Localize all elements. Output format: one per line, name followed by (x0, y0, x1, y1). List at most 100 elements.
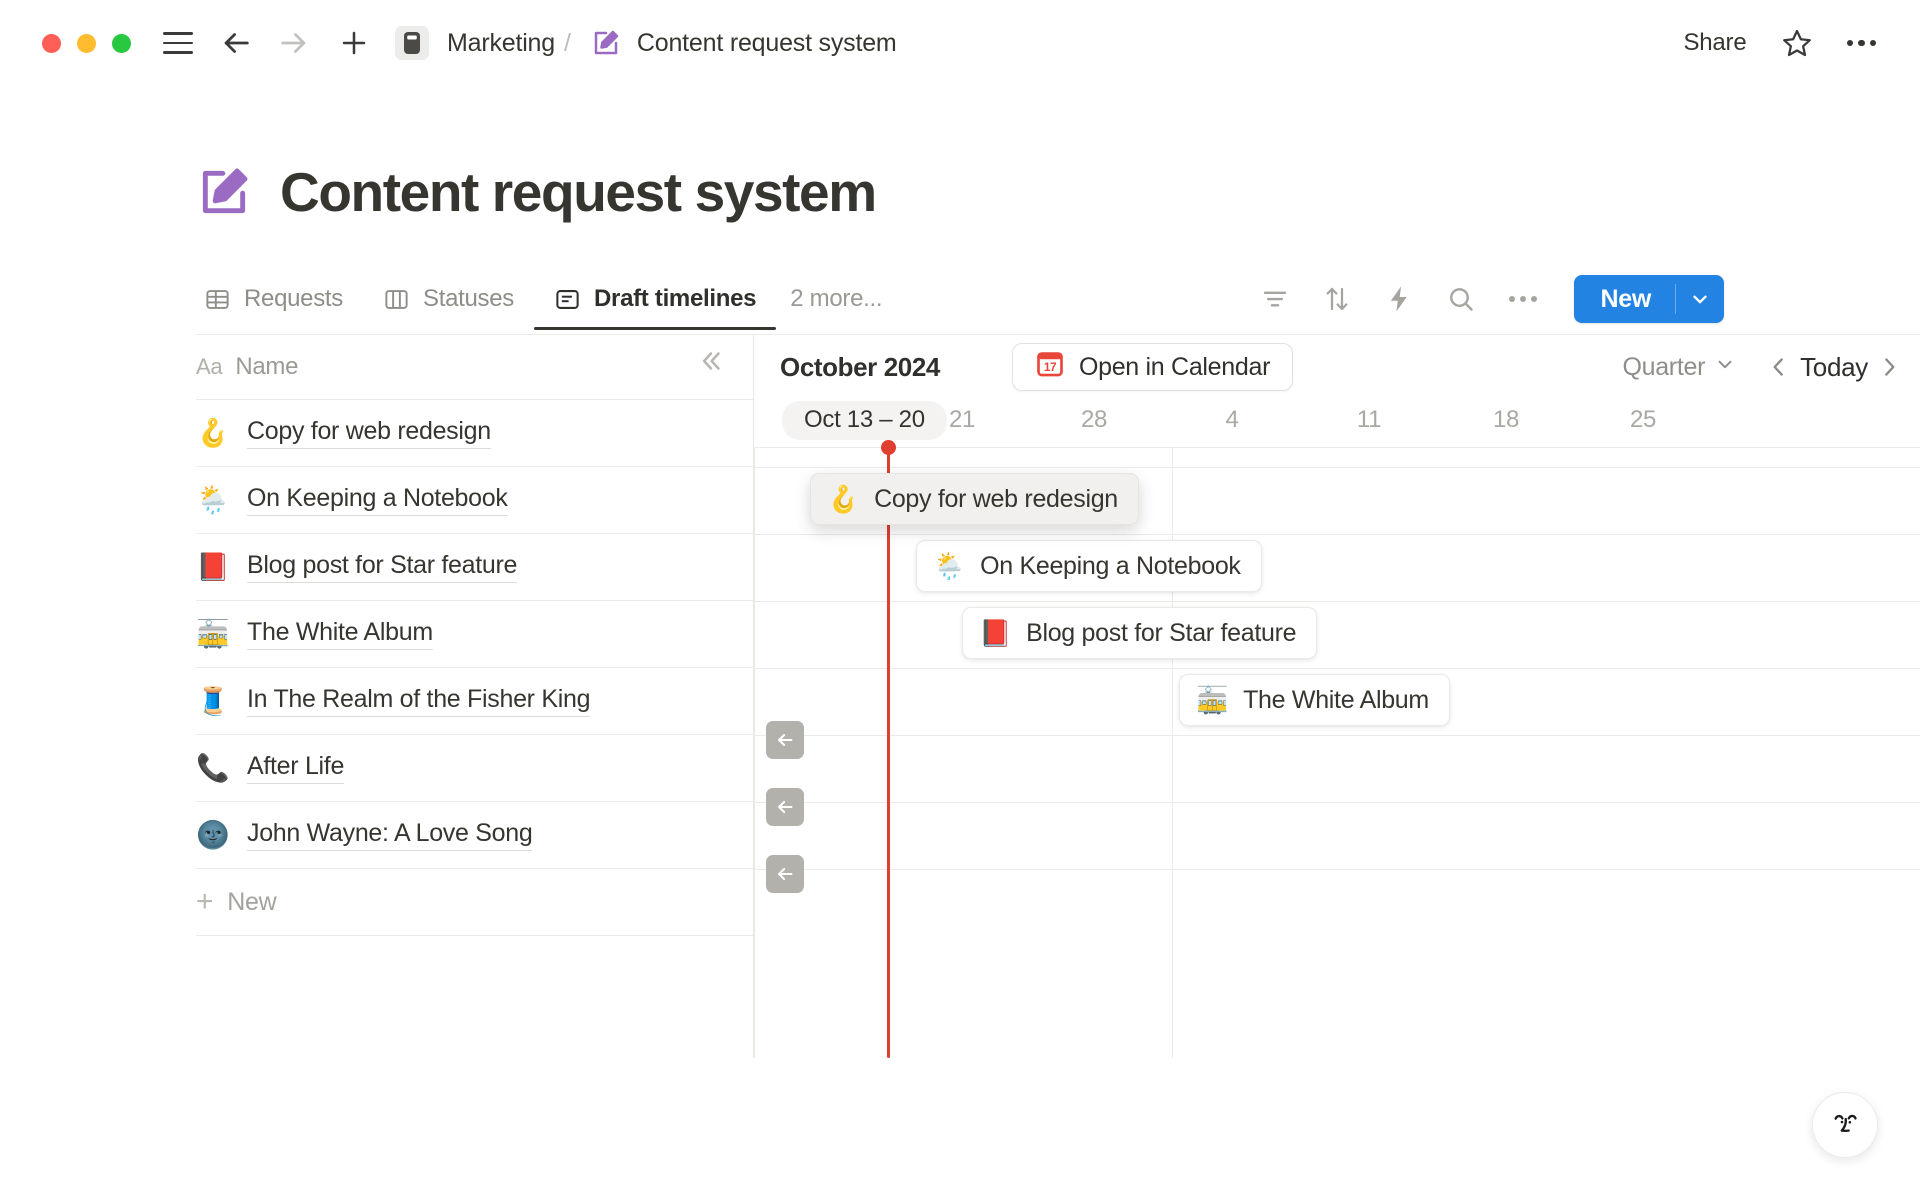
tab-requests[interactable]: Requests (196, 268, 363, 330)
sidebar-peek-icon[interactable] (395, 26, 429, 60)
chevron-left-icon[interactable] (1758, 354, 1800, 380)
row-emoji-icon: 🌦️ (196, 484, 230, 515)
timeline-rowline (754, 534, 1920, 535)
timeline-bar[interactable]: 🚋 The White Album (1179, 674, 1450, 726)
view-toolbar: New (1258, 268, 1724, 330)
new-row-label: New (227, 887, 277, 916)
page-title[interactable]: Content request system (280, 161, 877, 223)
tab-draft-timelines[interactable]: Draft timelines (534, 268, 777, 330)
ruler-tick: 4 (1225, 406, 1239, 433)
assistant-face-icon (1825, 1103, 1865, 1148)
timeline-nav: Quarter Today (1622, 352, 1920, 383)
tab-requests-label: Requests (244, 285, 343, 312)
maximize-button[interactable] (112, 33, 131, 53)
today-marker-line (887, 448, 890, 1058)
row-emoji-icon: 🪝 (196, 417, 230, 448)
row-title[interactable]: In The Realm of the Fisher King (247, 685, 591, 717)
table-icon (204, 286, 231, 313)
ruler-tick-current[interactable]: Oct 13 – 20 (782, 401, 947, 440)
arrow-left-icon[interactable] (219, 26, 253, 60)
timeline-bar[interactable]: 📕 Blog post for Star feature (962, 607, 1318, 659)
share-button[interactable]: Share (1683, 29, 1747, 56)
row-emoji-icon: 🌚 (196, 819, 230, 850)
breadcrumb-current[interactable]: Content request system (636, 28, 897, 57)
breadcrumb-parent[interactable]: Marketing (447, 28, 555, 57)
timeline-bar-dragging[interactable]: 🪝 Copy for web redesign (810, 473, 1139, 525)
timeline-bar[interactable]: 🌦️ On Keeping a Notebook (916, 540, 1262, 592)
titlebar: Marketing / Content request system Share (0, 0, 1920, 86)
ruler-tick: 28 (1080, 406, 1108, 433)
search-icon[interactable] (1444, 282, 1478, 316)
ruler-tick: 18 (1492, 406, 1520, 433)
timeline-zoom-select[interactable]: Quarter (1622, 353, 1736, 382)
timeline-header: October 2024 17 Open in Calendar Quarter (754, 334, 1920, 400)
row-title[interactable]: On Keeping a Notebook (247, 484, 508, 516)
filter-icon[interactable] (1258, 282, 1292, 316)
today-marker-dot (881, 440, 896, 455)
table-row[interactable]: 🌚 John Wayne: A Love Song (196, 802, 753, 869)
column-header-name[interactable]: Aa Name (196, 334, 753, 400)
page-header: Content request system (196, 160, 877, 224)
close-button[interactable] (42, 33, 61, 53)
row-title[interactable]: After Life (247, 752, 344, 784)
timeline-rowline (754, 467, 1920, 468)
table-row[interactable]: 🚋 The White Album (196, 601, 753, 668)
lightning-icon[interactable] (1382, 282, 1416, 316)
offscreen-left-chip[interactable] (766, 721, 804, 759)
collapse-panel-button[interactable] (696, 346, 726, 383)
table-row[interactable]: 📕 Blog post for Star feature (196, 534, 753, 601)
bar-label: Blog post for Star feature (1026, 618, 1297, 647)
row-title[interactable]: Copy for web redesign (247, 417, 491, 449)
timeline-gridline (1172, 448, 1173, 1058)
chevron-down-icon[interactable] (1676, 275, 1724, 323)
timeline-rowline (754, 601, 1920, 602)
plus-icon: + (196, 885, 214, 918)
star-icon[interactable] (1781, 27, 1813, 59)
minimize-button[interactable] (77, 33, 96, 53)
board-icon (383, 286, 410, 313)
timeline-rowline (754, 668, 1920, 669)
table-row[interactable]: 🧵 In The Realm of the Fisher King (196, 668, 753, 735)
toolbar-ellipsis-icon[interactable] (1506, 282, 1540, 316)
breadcrumb-separator: / (563, 28, 571, 57)
row-title[interactable]: John Wayne: A Love Song (247, 819, 533, 851)
arrow-right-icon[interactable] (277, 26, 311, 60)
table-row[interactable]: 📞 After Life (196, 735, 753, 802)
bar-label: Copy for web redesign (874, 484, 1118, 513)
offscreen-left-chip[interactable] (766, 855, 804, 893)
table-row[interactable]: 🌦️ On Keeping a Notebook (196, 467, 753, 534)
row-title[interactable]: The White Album (247, 618, 433, 650)
bar-emoji-icon: 🚋 (1196, 685, 1229, 715)
table-row[interactable]: 🪝 Copy for web redesign (196, 400, 753, 467)
ellipsis-icon[interactable] (1846, 39, 1876, 47)
tab-statuses[interactable]: Statuses (363, 268, 534, 330)
hamburger-icon[interactable] (161, 26, 195, 60)
timeline-ruler: Oct 13 – 20 21 28 4 11 18 25 (754, 400, 1920, 448)
row-emoji-icon: 📞 (196, 752, 230, 783)
open-in-calendar-button[interactable]: 17 Open in Calendar (1011, 343, 1294, 391)
sort-icon[interactable] (1320, 282, 1354, 316)
timeline-canvas[interactable]: 🪝 Copy for web redesign 🪝 Copy for web r… (754, 440, 1920, 1058)
page-emoji-icon (591, 28, 621, 58)
open-in-calendar-label: Open in Calendar (1078, 352, 1271, 381)
name-column: Aa Name 🪝 Copy for web redesign 🌦️ On Ke… (196, 334, 754, 1058)
ruler-tick: 21 (948, 406, 976, 433)
view-divider (196, 334, 1920, 335)
chevron-right-icon[interactable] (1868, 354, 1910, 380)
today-button[interactable]: Today (1800, 351, 1868, 382)
timeline-rowline (754, 735, 1920, 736)
row-emoji-icon: 🚋 (196, 618, 230, 649)
bar-label: On Keeping a Notebook (980, 551, 1241, 580)
new-button[interactable]: New (1574, 275, 1724, 323)
column-type-glyph: Aa (196, 353, 223, 379)
tab-draft-timelines-label: Draft timelines (594, 285, 757, 312)
new-row-button[interactable]: + New (196, 869, 753, 936)
calendar-icon: 17 (1035, 349, 1065, 386)
svg-text:17: 17 (1044, 361, 1057, 374)
tabs-overflow-button[interactable]: 2 more... (790, 285, 883, 312)
assistant-button[interactable] (1812, 1092, 1878, 1158)
plus-icon[interactable] (337, 26, 371, 60)
offscreen-left-chip[interactable] (766, 788, 804, 826)
ruler-tick: 25 (1629, 406, 1657, 433)
row-title[interactable]: Blog post for Star feature (247, 551, 517, 583)
